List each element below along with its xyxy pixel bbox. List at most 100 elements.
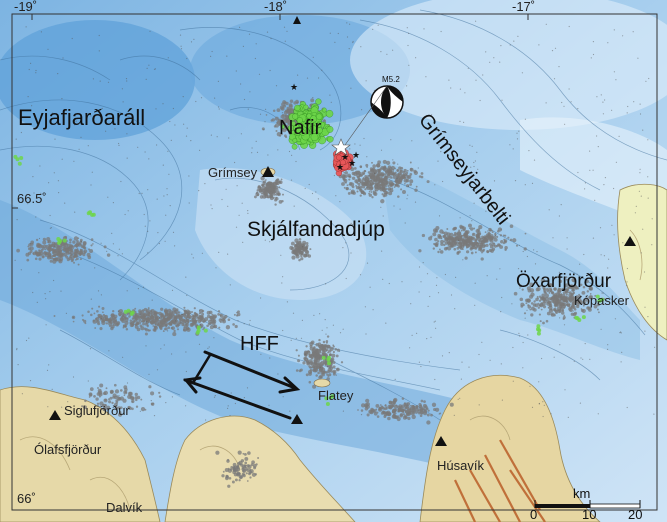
seismicity-event [99,80,101,82]
seismicity-event [126,290,128,292]
seismicity-swarm-green [13,98,605,406]
seismicity-event [123,317,126,321]
seismicity-event [265,184,270,189]
seismicity-event [89,348,92,350]
seismicity-event [29,246,34,251]
seismicity-event [474,160,476,162]
seismicity-event [486,275,488,277]
seismicity-event [406,169,409,172]
seismicity-event [237,310,240,314]
seismicity-event [533,159,536,161]
seismicity-event [52,244,54,247]
seismicity-event [312,348,315,350]
seismicity-event [332,361,336,364]
seismicity-event [181,313,183,315]
seismicity-event [530,313,534,317]
seismicity-event [275,196,278,199]
seismicity-event [159,327,163,331]
seismicity-event [38,257,42,261]
seismicity-event [28,68,30,71]
seismicity-event [394,412,397,415]
seismicity-event [549,283,553,286]
seismicity-event [440,151,442,153]
seismicity-event [543,404,545,406]
seismicity-event [396,175,399,178]
seismicity-event [182,313,184,315]
seismicity-event [550,291,554,294]
seismicity-event [188,202,190,204]
seismicity-event [602,101,604,103]
seismicity-event [385,407,388,410]
seismicity-event [114,402,118,407]
seismicity-event [478,404,480,406]
seismicity-event [106,405,111,410]
seismicity-event [211,313,214,317]
seismicity-event [73,261,75,264]
seismicity-event [465,230,468,233]
seismicity-event [125,317,128,320]
seismicity-event [582,358,584,360]
seismicity-event [165,214,167,216]
seismicity-event [308,372,312,376]
seismicity-event [559,305,563,309]
seismicity-event [109,396,113,400]
seismicity-event [535,287,540,292]
seismicity-event [274,203,277,206]
seismicity-event [396,169,400,173]
seismicity-event [554,292,558,296]
seismicity-event [83,250,85,253]
seismicity-event [499,234,503,237]
seismicity-event [613,234,615,236]
seismicity-event [118,248,120,250]
seismicity-event [122,356,124,358]
seismicity-event [564,389,566,391]
seismicity-event [384,184,387,188]
seismicity-event [434,378,436,381]
seismicity-event [366,413,370,417]
seismicity-event [316,348,321,354]
seismicity-event [651,218,653,220]
seismicity-event [333,174,335,177]
seismicity-event [602,113,605,115]
seismicity-event [364,407,369,411]
seismicity-event [246,387,249,389]
seismicity-event [529,285,532,288]
seismicity-event [69,238,72,242]
seismicity-event [29,380,32,382]
seismicity-event [128,315,131,318]
seismicity-event [563,314,566,317]
seismicity-event [406,85,408,87]
seismicity-event [489,244,494,249]
seismicity-event [489,359,491,361]
seismicity-event [102,391,107,396]
seismicity-event [221,474,225,478]
seismicity-event [183,319,186,322]
seismicity-event [474,251,477,254]
seismicity-event [171,353,173,355]
seismicity-event [180,322,182,324]
seismicity-event [247,451,251,455]
seismicity-event [167,330,169,332]
seismicity-event [304,187,306,189]
seismicity-event [479,99,481,102]
seismicity-event [500,239,504,244]
seismicity-event [140,326,145,331]
seismicity-event [504,234,507,237]
seismicity-event [527,334,529,336]
seismicity-event [476,151,478,153]
seismicity-event [125,327,129,331]
seismicity-event [263,190,268,195]
seismicity-event [449,402,454,407]
seismicity-event [477,168,479,170]
seismicity-event [376,415,380,418]
seismicity-event [572,278,577,283]
seismicity-event [317,342,322,346]
seismicity-event [282,329,284,332]
seismicity-event [364,306,366,308]
seismicity-event [148,385,152,389]
swarm-event-green [294,104,301,112]
seismicity-event [300,257,304,261]
seismicity-event [107,318,113,323]
seismicity-event [450,294,453,296]
seismicity-event [49,259,53,263]
